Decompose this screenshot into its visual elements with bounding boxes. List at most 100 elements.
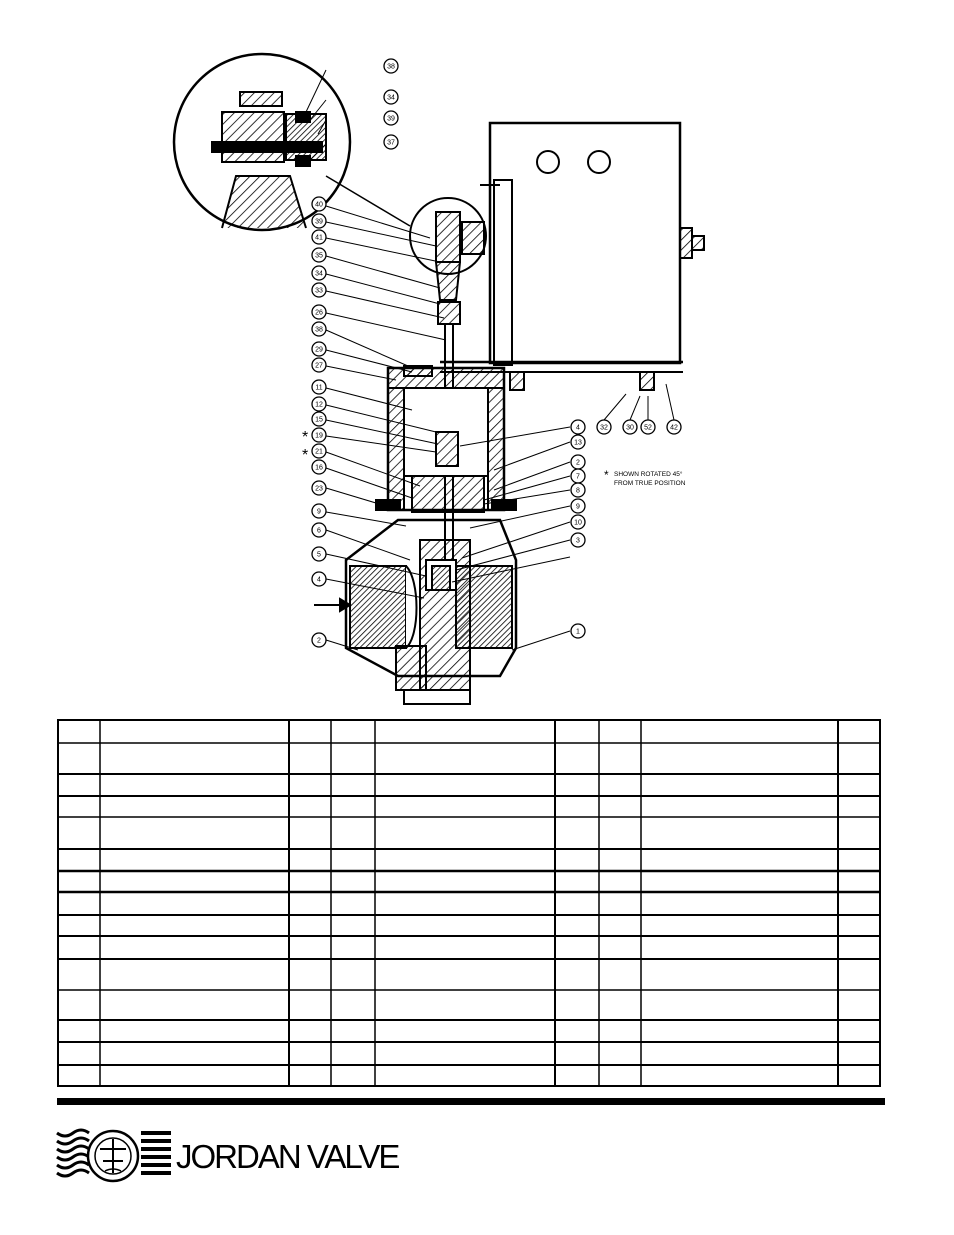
svg-text:39: 39 [387,116,395,123]
svg-text:32: 32 [600,425,608,432]
note-asterisk: * [604,468,609,482]
callout-9: 34 [311,265,327,281]
logo-waves-left [56,1128,90,1178]
callout-36: 32 [596,419,612,435]
svg-text:38: 38 [387,64,395,71]
callout-3: 39 [383,110,399,126]
jordan-valve-logo: JORDAN VALVE [56,1128,401,1183]
svg-text:40: 40 [315,202,323,209]
callout-28: 13 [570,434,586,450]
callout-1: 38 [383,58,399,74]
callout-2: 34 [383,89,399,105]
svg-text:4: 4 [317,577,321,584]
logo-bars-right [141,1131,171,1175]
logo-wordmark: JORDAN VALVE [176,1138,399,1175]
note-line-1: SHOWN ROTATED 45° [614,470,683,478]
svg-text:52: 52 [644,425,652,432]
asterisk-mark: * [302,447,308,464]
svg-text:29: 29 [315,347,323,354]
svg-text:5: 5 [317,552,321,559]
asterisk-mark: * [302,429,308,446]
svg-text:3: 3 [576,538,580,545]
svg-text:35: 35 [315,253,323,260]
svg-text:37: 37 [387,140,395,147]
parts-list-table [57,719,881,1087]
svg-text:9: 9 [576,504,580,511]
callout-33: 10 [570,514,586,530]
callouts: 38 34 39 37 40 39 41 35 34 33 26 38 29 2… [311,58,682,648]
callout-34: 3 [570,532,586,548]
callout-25: 4 [311,571,327,587]
callout-8: 35 [311,247,327,263]
callout-29: 2 [570,454,586,470]
callout-30: 7 [570,468,586,484]
detail-view [172,52,352,232]
callout-21: 23 [311,480,327,496]
svg-text:30: 30 [626,425,634,432]
callout-12: 38 [311,321,327,337]
valve-body [344,518,518,705]
callout-17: 15 [311,411,327,427]
annotations: * * * SHOWN ROTATED 45° FROM TRUE POSITI… [302,429,686,487]
valve-assembly-drawing: 38 34 39 37 40 39 41 35 34 33 26 38 29 2… [172,52,705,705]
svg-text:4: 4 [576,425,580,432]
svg-text:15: 15 [315,417,323,424]
svg-text:23: 23 [315,486,323,493]
svg-text:11: 11 [315,385,322,392]
callout-35: 1 [570,623,586,639]
svg-text:6: 6 [317,528,321,535]
footer-rule [57,1098,885,1105]
svg-text:27: 27 [315,363,323,370]
svg-text:38: 38 [315,327,323,334]
callout-13: 29 [311,341,327,357]
svg-text:21: 21 [315,449,323,456]
callout-4: 37 [383,134,399,150]
svg-text:2: 2 [576,460,580,467]
table-row-lines [57,719,881,1087]
yoke [375,365,517,513]
callout-19: 21 [311,443,327,459]
callout-37: 30 [622,419,638,435]
callout-7: 41 [311,229,327,245]
svg-text:12: 12 [315,402,323,409]
callout-32: 9 [570,498,586,514]
svg-text:26: 26 [315,310,323,317]
svg-text:13: 13 [574,440,582,447]
svg-text:39: 39 [315,219,323,226]
callout-10: 33 [311,282,327,298]
callout-24: 5 [311,546,327,562]
leaders-right [305,69,675,651]
callout-27: 4 [570,419,586,435]
logo-emblem-icon [86,1129,140,1183]
callout-22: 9 [311,503,327,519]
svg-text:33: 33 [315,288,323,295]
svg-text:16: 16 [315,465,323,472]
callout-20: 16 [311,459,327,475]
svg-text:10: 10 [574,520,582,527]
svg-text:19: 19 [315,433,323,440]
svg-text:42: 42 [670,425,678,432]
svg-text:41: 41 [315,235,323,242]
leaders-left [325,205,447,651]
svg-text:34: 34 [387,95,395,102]
svg-text:34: 34 [315,271,323,278]
svg-text:7: 7 [576,474,580,481]
table-column-lines [57,719,881,1087]
callout-18: 19 [311,427,327,443]
svg-text:1: 1 [576,629,580,636]
svg-text:9: 9 [317,509,321,516]
callout-15: 11 [311,379,327,395]
callout-26: 2 [311,632,327,648]
callout-11: 26 [311,304,327,320]
callout-38: 52 [640,419,656,435]
callout-39: 42 [666,419,682,435]
callout-23: 6 [311,522,327,538]
callout-14: 27 [311,357,327,373]
note-line-2: FROM TRUE POSITION [614,480,686,487]
svg-text:2: 2 [317,638,321,645]
callout-5: 40 [311,196,327,212]
svg-text:8: 8 [576,488,580,495]
callout-31: 8 [570,482,586,498]
actuator-bracket [440,121,705,391]
callout-6: 39 [311,213,327,229]
